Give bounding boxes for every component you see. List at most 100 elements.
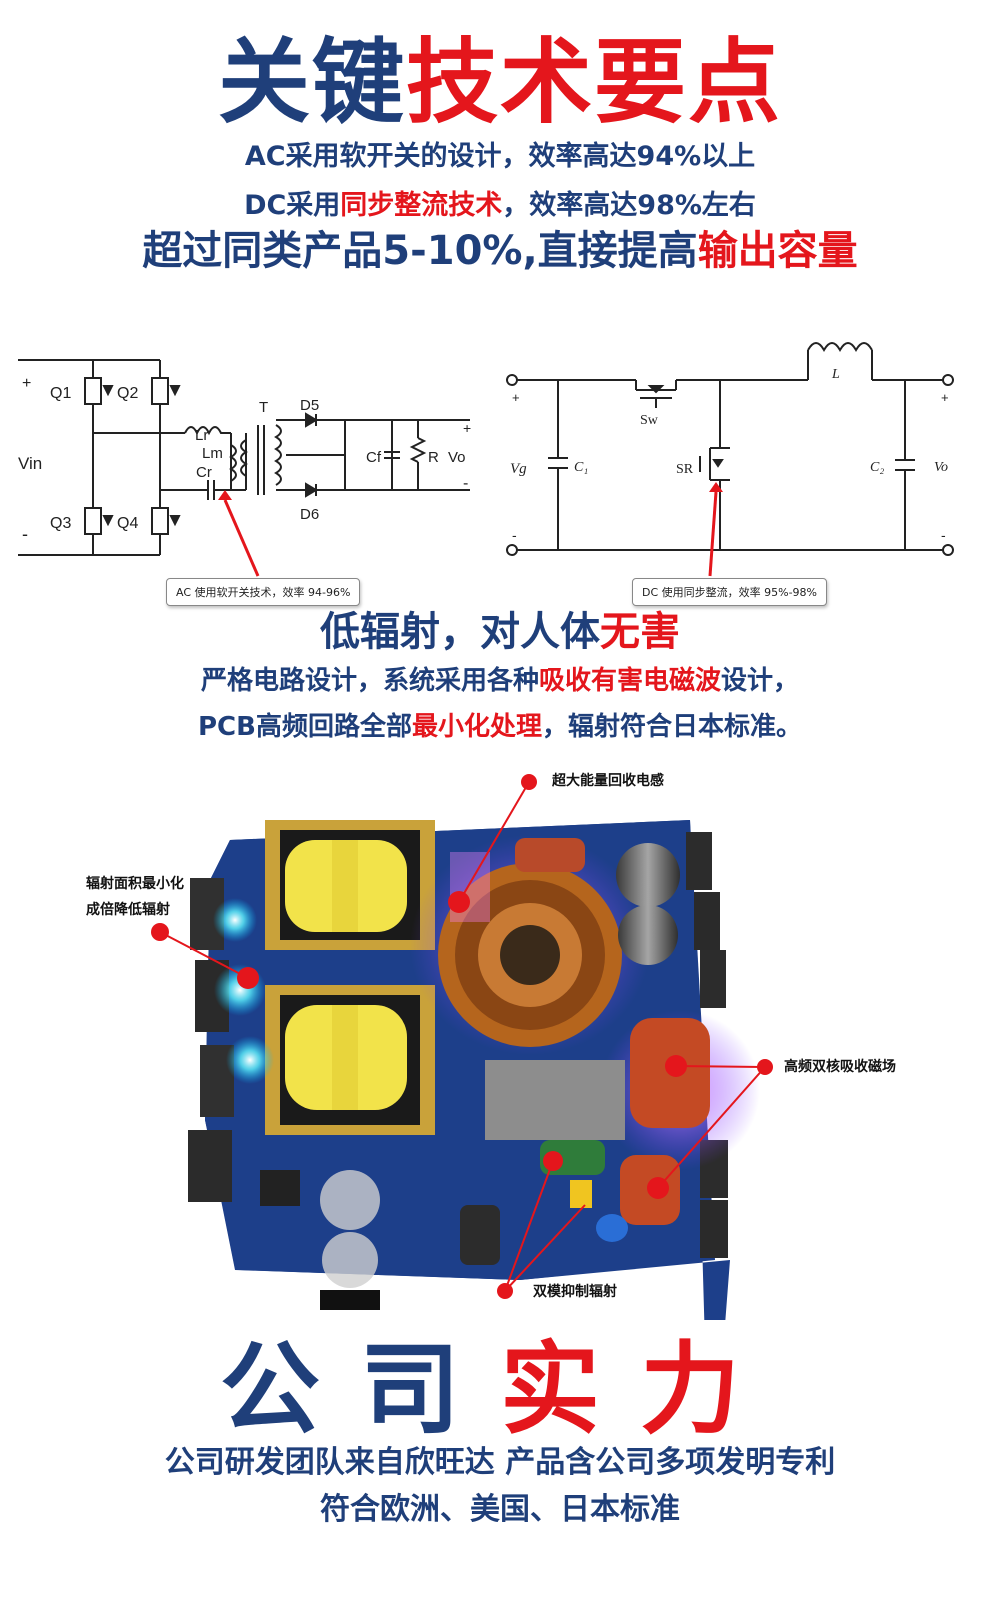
radiation-title-navy: 低辐射，对人体 [320,609,600,655]
pcb-board-illustration [151,774,773,1320]
marker-dot-right [757,1059,773,1075]
ac-output-plus: + [463,420,471,436]
title-part-red: 技术要点 [406,29,783,136]
dc-c1-label: C₁ [574,460,588,475]
radiation-line2-c: ，辐射符合日本标准。 [541,712,802,742]
marker-dot-spark [237,967,259,989]
ac-output-minus: - [463,475,468,492]
marker-dot-choke [543,1151,563,1171]
ac-q1-label: Q1 [50,385,71,402]
company-line-1: 公司研发团队来自欣旺达 产品含公司多项发明专利 [164,1445,836,1480]
dc-buck-circuit [506,342,954,556]
radiation-line1-highlight: 吸收有害电磁波 [538,666,721,696]
ac-cf-label: Cf [366,449,382,466]
ac-callout-arrowhead [218,490,232,500]
radiation-line-2: PCB高频回路全部最小化处理，辐射符合日本标准。 [0,710,1000,744]
yellow-cap [570,1180,592,1208]
marker-dot-bottom [497,1283,513,1299]
dc-vg-label: Vg [510,461,527,477]
heatsink-right-5 [700,1200,728,1258]
dc-c2-label: C₂ [870,460,884,475]
ac-lm-label: Lm [202,445,223,462]
heatsink-right-1 [686,832,712,890]
solder-pad-1 [320,1170,380,1230]
ac-callout-pointer [223,499,260,577]
capacity-line-highlight: 输出容量 [697,228,858,274]
dc-line-highlight: 同步整流技术 [340,190,503,221]
label-radiation-area-2: 成倍降低辐射 [86,902,170,918]
dc-input-minus: - [512,527,517,543]
ac-d6-label: D6 [300,506,319,523]
label-radiation-area-1: 辐射面积最小化 [86,876,184,892]
small-electrolytic [460,1205,500,1265]
ac-vo-label: Vo [448,449,466,466]
film-cap-top [515,838,585,872]
dc-line-part1: DC采用 [244,190,341,221]
transformer-bottom [265,985,435,1135]
company-title: 公司实力 [0,1330,1000,1450]
grey-block [485,1060,625,1140]
dc-l-label: L [831,367,840,382]
heatsink-left-4 [188,1130,232,1202]
spark-3 [226,1036,274,1084]
ac-vin-label: Vin [18,454,42,473]
dc-output-plus: + [941,390,949,405]
company-title-red: 实力 [500,1331,780,1448]
connector-bottom [320,1290,380,1310]
ac-q2-label: Q2 [117,385,138,402]
ac-t-label: T [259,399,268,416]
radiation-line2-highlight: 最小化处理 [411,712,542,742]
dc-callout-pointer [708,491,718,577]
company-title-navy: 公司 [220,1331,500,1448]
dc-sw-label: Sw [640,413,659,428]
ac-r-label: R [428,449,439,466]
ac-llc-circuit [18,359,470,556]
heatsink-right-3 [700,950,726,1008]
ac-cr-label: Cr [196,464,212,481]
ac-q4-label: Q4 [117,515,138,532]
capacity-line-part1: 超过同类产品5-10%,直接提高 [142,228,698,274]
dc-input-plus: + [512,390,520,405]
ac-efficiency-line: AC采用软开关的设计，效率高达94%以上 [244,141,756,172]
label-dual-mode-suppress: 双模抑制辐射 [533,1284,617,1300]
toroid-inductor [438,863,622,1047]
electrolytic-cap-1 [616,843,680,907]
marker-dot-inductor [448,891,470,913]
radiation-title-red: 无害 [600,609,680,655]
title-part-navy: 关键 [217,29,406,136]
dc-vo-label: Vo [934,460,948,475]
dc-efficiency-line: DC采用同步整流技术，效率高达98%左右 [0,189,1000,223]
marker-dot-filmcap-small [647,1177,669,1199]
dc-callout-arrowhead [709,482,723,492]
label-energy-recovery-inductor: 超大能量回收电感 [552,773,664,789]
capacity-line: 超过同类产品5-10%,直接提高输出容量 [0,226,1000,276]
marker-dot-top [521,774,537,790]
electrolytic-cap-2 [618,905,678,965]
marker-dot-left [151,923,169,941]
ac-d5-label: D5 [300,397,319,414]
ac-input-plus: + [22,375,31,392]
label-dual-core-absorb: 高频双核吸收磁场 [784,1059,896,1075]
radiation-line-1: 严格电路设计，系统采用各种吸收有害电磁波设计， [0,664,1000,698]
ac-callout-box: AC 使用软开关技术，效率 94-96% [166,578,361,606]
blue-cap [596,1214,628,1242]
main-title: 关键技术要点 [0,28,1000,138]
transformer-top [265,820,435,950]
marker-dot-filmcap [665,1055,687,1077]
radiation-line1-a: 严格电路设计，系统采用各种 [200,666,539,696]
radiation-line1-c: 设计， [721,666,800,696]
ic-chip [260,1170,300,1206]
ac-lr-label: Lr [195,427,208,444]
dc-callout-box: DC 使用同步整流，效率 95%-98% [632,578,828,606]
company-line-2: 符合欧洲、美国、日本标准 [320,1492,680,1527]
spark-1 [213,898,257,942]
marker-lines [159,781,766,1292]
ac-q3-label: Q3 [50,515,71,532]
dc-output-minus: - [941,527,946,543]
dc-sr-label: SR [676,462,694,477]
dc-line-part3: ，效率高达98%左右 [502,190,756,221]
heatsink-right-2 [694,892,720,950]
ac-input-minus: - [22,524,28,544]
radiation-title: 低辐射，对人体无害 [0,606,1000,658]
solder-pad-2 [322,1232,378,1288]
